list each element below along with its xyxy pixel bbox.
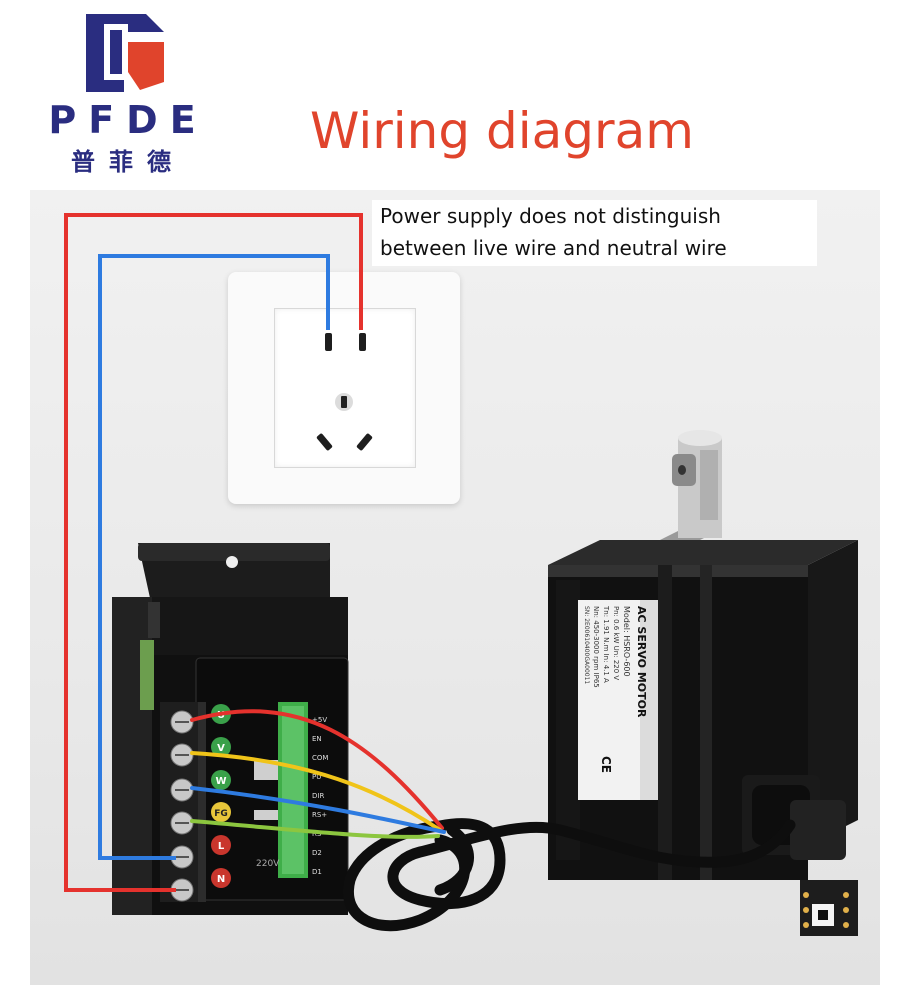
terminal-label-w: W xyxy=(215,776,226,787)
motor-label-line-1: Pn: 0.6 kW Un: 220 V xyxy=(612,606,620,680)
logo-letters: PFDE xyxy=(48,98,208,142)
socket-slot-live xyxy=(359,333,366,351)
driver-voltage-label: 220V xyxy=(256,859,280,869)
phase-wire-u xyxy=(190,709,444,830)
driver-terminal-badges: U V W FG L N 220V xyxy=(211,704,280,888)
motor-label-line-3: Nn: 450-3000 rpm IP65 xyxy=(592,606,600,688)
phase-wire-fg xyxy=(190,819,440,839)
motor-nameplate: AC SERVO MOTOR Model: HSRO-600 Pn: 0.6 k… xyxy=(583,605,648,773)
phase-wires xyxy=(190,709,446,839)
power-note-line-1: Power supply does not distinguish xyxy=(380,204,721,228)
control-label-rs-plus: RS+ xyxy=(312,811,327,819)
driver-terminal-screws xyxy=(170,710,194,902)
power-wires xyxy=(64,213,363,892)
motor-label-line-4: SN: 2E00610400GA00011 xyxy=(583,606,590,684)
terminal-label-l: L xyxy=(218,841,225,852)
motor-ce-mark: CE xyxy=(599,756,613,773)
socket-slot-neutral xyxy=(325,333,332,351)
phase-wire-w xyxy=(190,786,446,834)
logo-chinese: 普菲德 xyxy=(71,148,185,176)
power-note: Power supply does not distinguish betwee… xyxy=(372,200,817,266)
logo-mark-icon xyxy=(86,14,164,92)
page-title: Wiring diagram xyxy=(310,102,694,160)
control-label-5v: +5V xyxy=(312,716,327,724)
motor-label-line-2: Tn: 1.91 N.m In: 4.1 A xyxy=(602,605,610,683)
control-label-dir: DIR xyxy=(312,792,324,800)
pfde-logo: PFDE 普菲德 xyxy=(38,10,218,176)
terminal-label-n: N xyxy=(217,874,225,885)
control-label-en: EN xyxy=(312,735,322,743)
wall-socket xyxy=(228,272,460,504)
control-label-d2: D2 xyxy=(312,849,322,857)
servo-motor xyxy=(548,430,858,936)
socket-face xyxy=(274,308,416,468)
motor-label-title: AC SERVO MOTOR xyxy=(635,606,648,718)
neutral-wire xyxy=(98,254,330,860)
power-note-line-2: between live wire and neutral wire xyxy=(380,236,727,260)
control-label-d1: D1 xyxy=(312,868,322,876)
phase-wire-v xyxy=(190,751,442,832)
title-box: Wiring diagram xyxy=(300,100,762,170)
socket-earth-hole xyxy=(335,393,353,411)
control-label-pu: PU xyxy=(312,773,321,781)
live-wire xyxy=(64,213,363,892)
terminal-label-v: V xyxy=(217,743,225,754)
motor-cable xyxy=(343,818,796,932)
motor-label-model: Model: HSRO-600 xyxy=(622,606,631,677)
control-label-com: COM xyxy=(312,754,328,762)
terminal-label-fg: FG xyxy=(214,809,228,819)
